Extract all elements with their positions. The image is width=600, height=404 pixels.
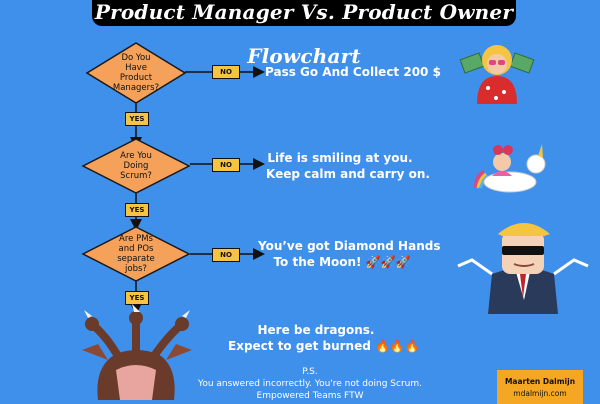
result-text-1: Pass Go And Collect 200 $: [265, 64, 441, 80]
result-line: To the Moon! 🚀🚀🚀: [273, 255, 411, 269]
yes-tag-3: YES: [125, 291, 149, 305]
girl-on-unicorn-float-illustration: [474, 144, 546, 193]
result-text-2: Life is smiling at you. Keep calm and ca…: [266, 150, 430, 182]
yes-tag-1: YES: [125, 112, 149, 126]
postscript-line: P.S.: [302, 367, 318, 377]
final-line: Expect to get burned 🔥🔥🔥: [228, 339, 420, 353]
result-line: Life is smiling at you.: [267, 151, 413, 165]
decision-question-1: Do You Have Product Managers?: [112, 53, 160, 93]
decision-diamond-3: Are PMs and POs separate jobs?: [81, 226, 191, 282]
postscript: P.S. You answered incorrectly. You're no…: [190, 366, 430, 402]
yes-tag-2: YES: [125, 203, 149, 217]
postscript-line: You answered incorrectly. You're not doi…: [198, 379, 422, 389]
result-line: Keep calm and carry on.: [266, 167, 430, 181]
flowchart-title: Product Manager Vs. Product Owner Flowch…: [92, 0, 516, 68]
decision-diamond-1: Do You Have Product Managers?: [85, 42, 187, 104]
author-name: Maarten Dalmijn: [504, 377, 576, 386]
woman-with-money-illustration: [459, 45, 535, 104]
no-tag-2: NO: [212, 158, 240, 172]
author-badge: Maarten Dalmijn mdalmijn.com: [497, 370, 583, 404]
result-line: Pass Go And Collect 200 $: [265, 65, 441, 79]
author-site: mdalmijn.com: [513, 389, 567, 398]
no-tag-3: NO: [212, 248, 240, 262]
decision-question-3: Are PMs and POs separate jobs?: [117, 234, 155, 274]
decision-question-2: Are You Doing Scrum?: [120, 151, 152, 181]
final-line: Here be dragons.: [257, 323, 375, 337]
result-text-3: You’ve got Diamond Hands To the Moon! 🚀🚀…: [258, 238, 441, 270]
postscript-line: Empowered Teams FTW: [256, 391, 364, 401]
no-tag-1: NO: [212, 65, 240, 79]
final-outcome-text: Here be dragons. Expect to get burned 🔥🔥…: [228, 322, 420, 354]
decision-diamond-2: Are You Doing Scrum?: [81, 138, 191, 194]
businessman-sunglasses-illustration: [457, 223, 589, 314]
three-headed-dragon-illustration: [82, 304, 192, 400]
result-line: You’ve got Diamond Hands: [258, 239, 441, 253]
